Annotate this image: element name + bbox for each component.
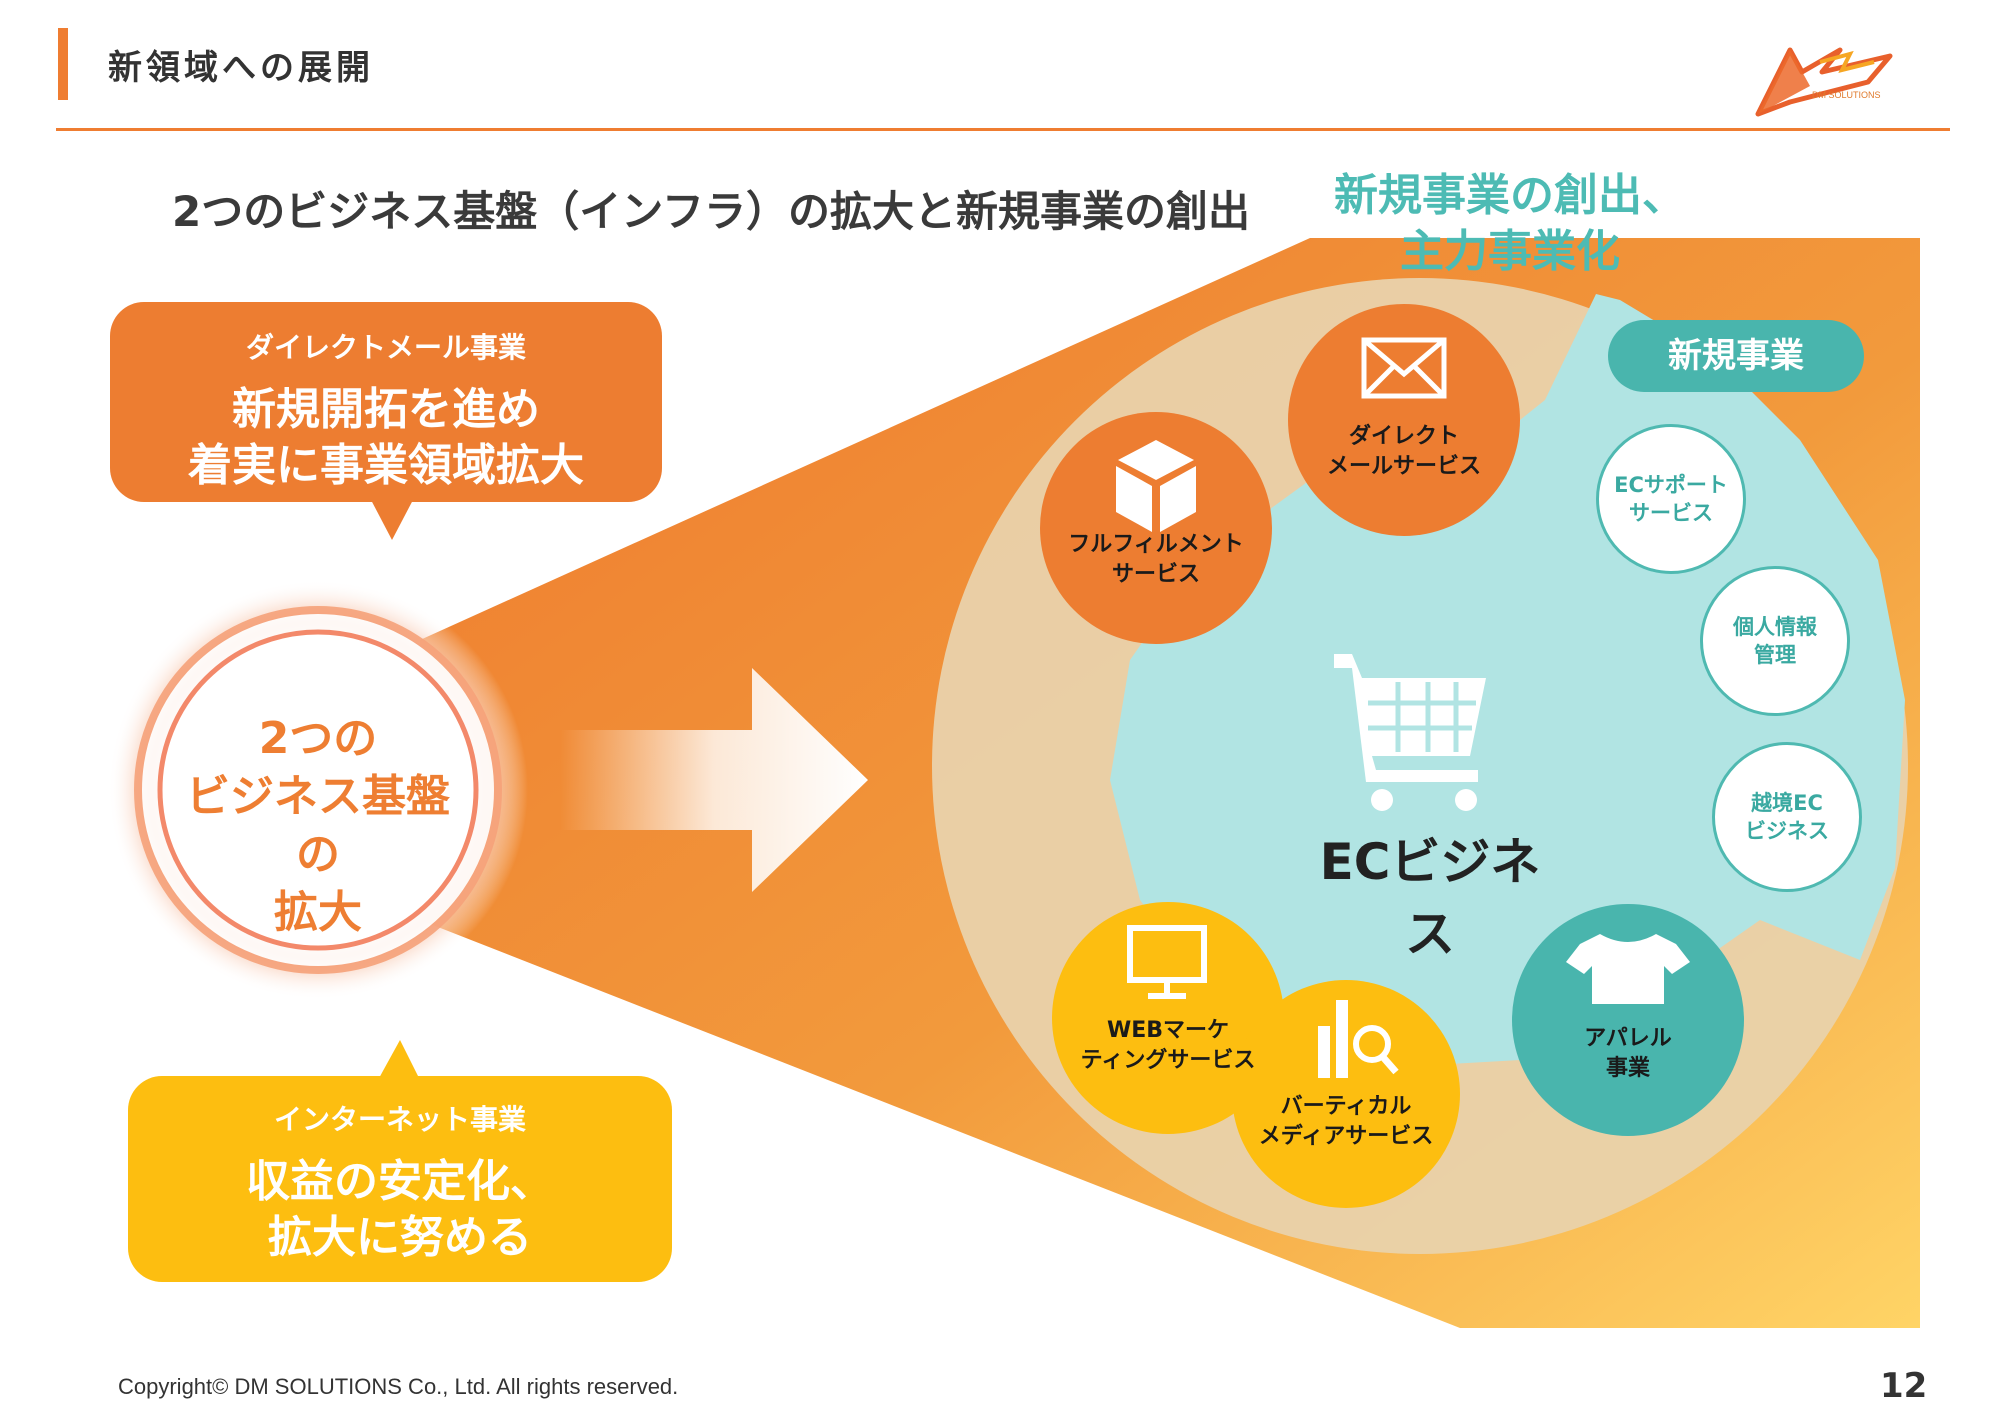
fulfillment-node: フルフィルメント サービス <box>1066 530 1246 590</box>
fulfillment-circle <box>1040 412 1272 644</box>
cart-grid <box>1368 682 1476 752</box>
core-infrastructure-text: 2つの ビジネス基盤の 拡大 <box>186 713 450 938</box>
logo-text: DM SOLUTIONS <box>1812 90 1881 100</box>
internet-business-message: 収益の安定化、 拡大に努める <box>246 1156 554 1263</box>
cross-border-label: 越境EC ビジネス <box>1745 791 1829 843</box>
dm-business-message: 新規開拓を進め 着実に事業領域拡大 <box>188 384 584 491</box>
dm-service-node: ダイレクト メールサービス <box>1314 422 1494 482</box>
page-title: 新領域への展開 <box>108 48 374 88</box>
personal-info-node: 個人情報 管理 <box>1700 566 1850 716</box>
new-business-heading: 新規事業の創出、 主力事業化 <box>1334 170 1686 277</box>
new-business-pill: 新規事業 <box>1608 320 1864 392</box>
cross-border-node: 越境EC ビジネス <box>1712 742 1862 892</box>
vertical-media-node: バーティカル メディアサービス <box>1250 1092 1442 1152</box>
apparel-label: アパレル 事業 <box>1584 1026 1672 1081</box>
vertical-media-circle <box>1232 980 1460 1208</box>
web-marketing-circle <box>1052 902 1284 1134</box>
internet-business-bubble: インターネット事業 収益の安定化、 拡大に努める <box>128 1076 672 1282</box>
ec-support-node: ECサポート サービス <box>1596 424 1746 574</box>
internet-business-label: インターネット事業 <box>273 1103 526 1136</box>
mail-icon <box>1361 337 1447 399</box>
apparel-node: アパレル 事業 <box>1540 1024 1716 1084</box>
slide-subtitle: 2つのビジネス基盤（インフラ）の拡大と新規事業の創出 <box>172 187 1250 236</box>
ec-business-label: ECビジネス <box>1319 833 1541 963</box>
fulfillment-label: フルフィルメント サービス <box>1068 532 1244 587</box>
copyright-text: Copyright© DM SOLUTIONS Co., Ltd. All ri… <box>118 1374 679 1399</box>
dm-bubble-tail <box>370 498 414 540</box>
header-divider <box>56 128 1950 131</box>
company-logo <box>1755 47 1893 117</box>
dm-service-circle <box>1288 304 1520 536</box>
dm-business-label: ダイレクトメール事業 <box>245 331 526 364</box>
web-marketing-node: WEBマーケ ティングサービス <box>1074 1016 1262 1076</box>
web-marketing-label: WEBマーケ ティングサービス <box>1080 1018 1256 1073</box>
personal-info-label: 個人情報 管理 <box>1733 615 1817 667</box>
page-number: 12 <box>1880 1366 1928 1406</box>
package-icon <box>1116 440 1196 532</box>
cart-icon <box>1334 654 1486 811</box>
chart-search-icon <box>1318 1000 1399 1078</box>
dm-business-bubble: ダイレクトメール事業 新規開拓を進め 着実に事業領域拡大 <box>110 302 662 502</box>
dm-service-label: ダイレクト メールサービス <box>1326 424 1481 479</box>
monitor-icon <box>1127 925 1207 999</box>
header-accent-bar <box>58 28 68 100</box>
expansion-arrow <box>560 668 868 892</box>
ec-support-label: ECサポート サービス <box>1614 473 1728 525</box>
vertical-media-label: バーティカル メディアサービス <box>1258 1094 1434 1149</box>
tshirt-icon <box>1566 934 1690 1004</box>
net-bubble-tail <box>378 1040 420 1080</box>
